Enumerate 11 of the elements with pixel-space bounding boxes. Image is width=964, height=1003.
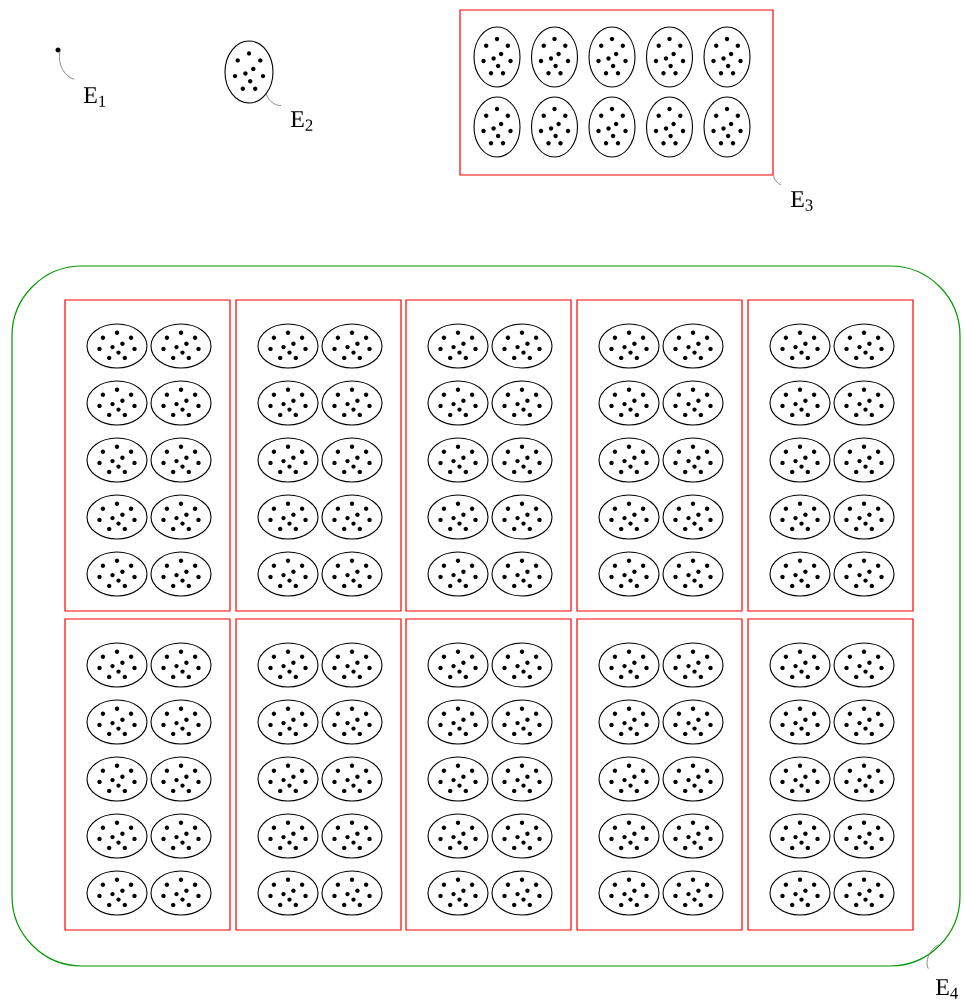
leader-line — [265, 93, 282, 106]
label: E$_{2}$ — [290, 111, 313, 131]
rounded-box — [11, 265, 961, 967]
label: E$_{4}$ — [935, 979, 958, 999]
ellipse — [224, 40, 274, 104]
leader-line — [926, 944, 940, 970]
leader-line — [773, 175, 782, 186]
leader-line — [58, 51, 75, 80]
box — [459, 9, 774, 176]
label: E$_{3}$ — [790, 191, 813, 211]
label: E$_{1}$ — [83, 87, 106, 107]
